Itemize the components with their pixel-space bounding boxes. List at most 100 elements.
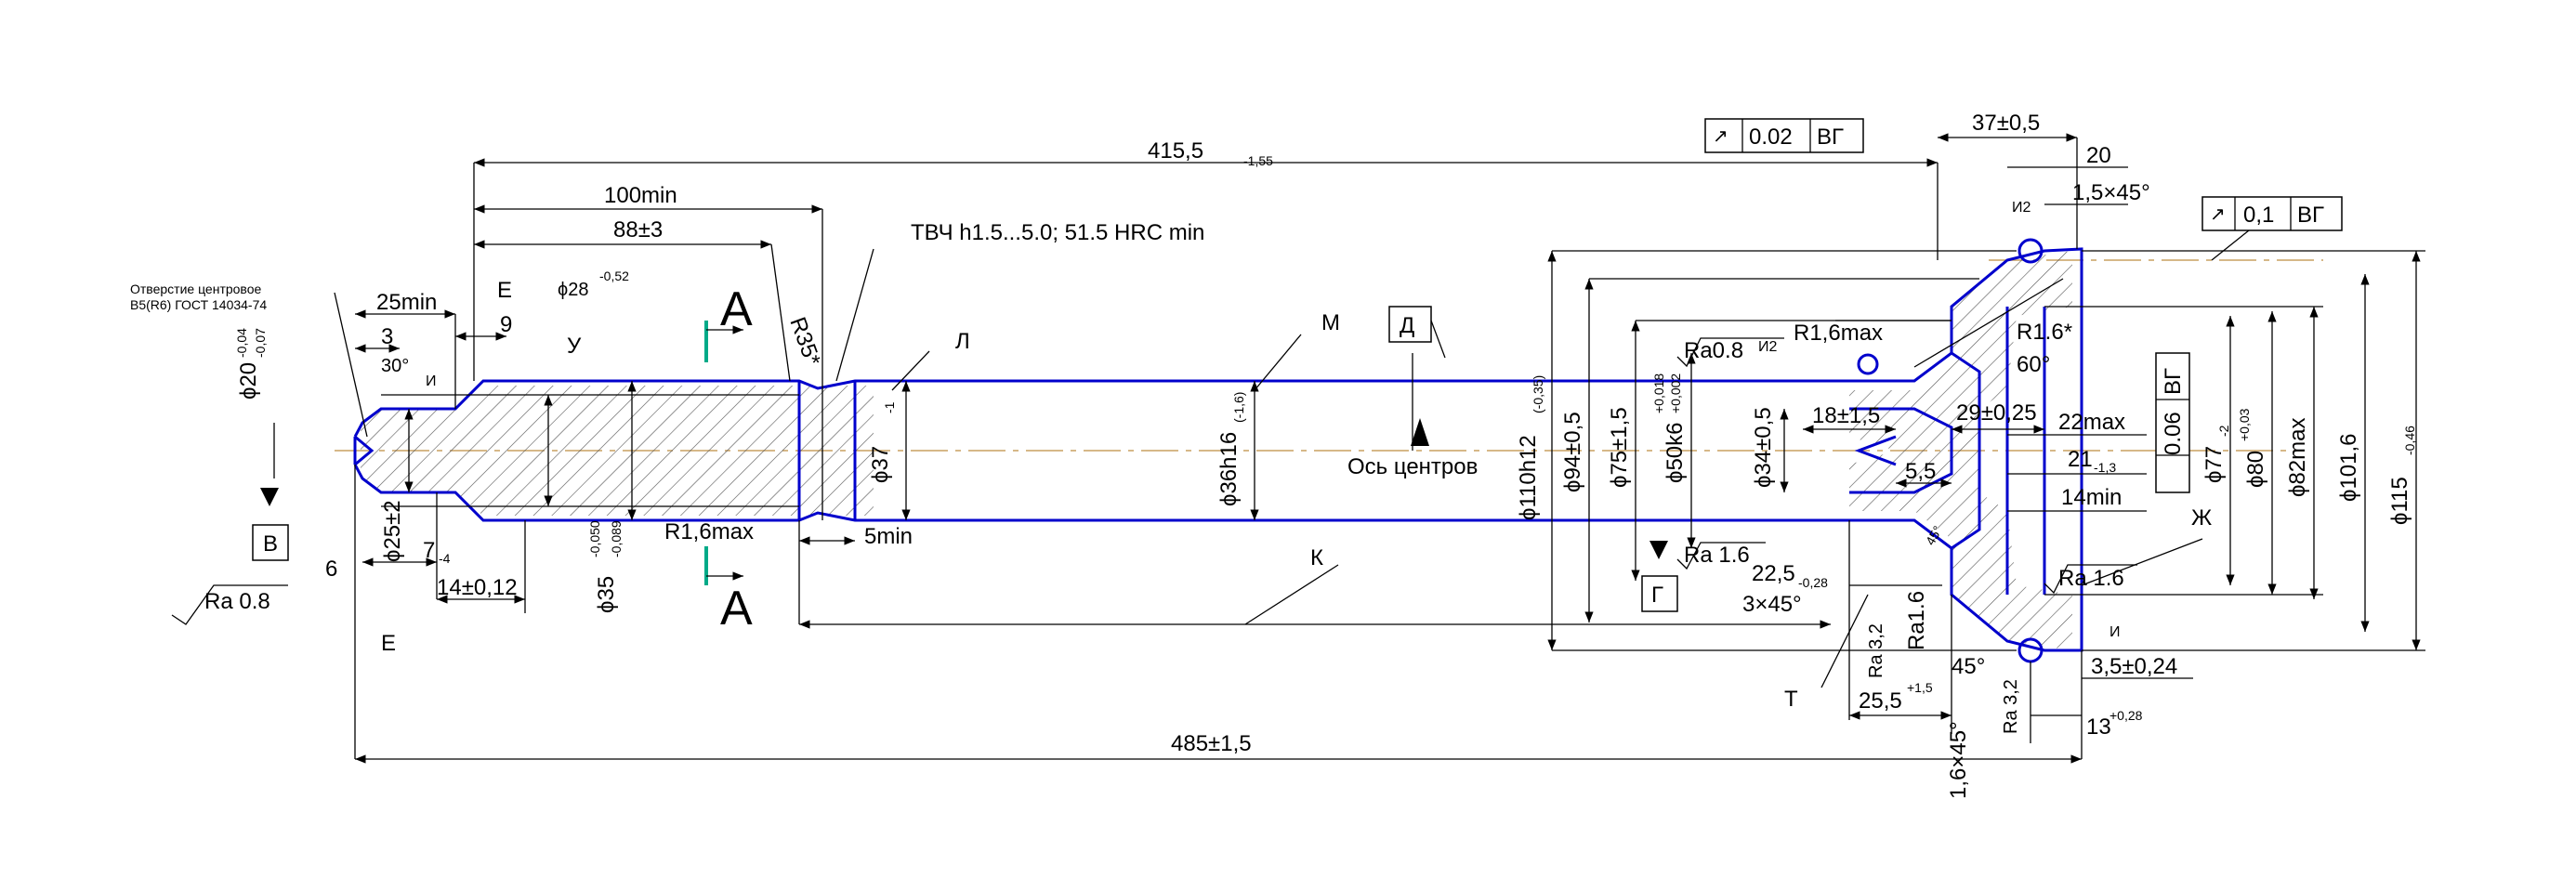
base-symbols — [171, 306, 2137, 625]
dim-phi35-tol-dn: -0,089 — [609, 520, 624, 557]
dim-phi77-tol: -2 — [2216, 425, 2231, 437]
base-g: Г — [1651, 583, 1663, 608]
label-u: У — [567, 334, 582, 359]
dim-phi35-tol-up: -0,050 — [587, 520, 602, 557]
dim-overall-485: 485±1,5 — [1171, 731, 1252, 756]
dim-45deg: 45° — [1952, 654, 1985, 679]
dim-7-tol: -4 — [439, 551, 451, 566]
label-i-left: И — [426, 373, 437, 389]
dim-25min: 25min — [376, 290, 437, 315]
dim-5min: 5min — [864, 524, 913, 549]
label-zh: Ж — [2191, 505, 2212, 531]
note-center-hole-line2: В5(R6) ГОСТ 14034-74 — [130, 297, 267, 312]
dim-phi80: ϕ80 — [2243, 451, 2268, 488]
dim-7: 7 — [423, 538, 435, 563]
dim-88: 88±3 — [613, 217, 663, 242]
dim-chamfer-1-5: 1,5×45° — [2072, 180, 2150, 205]
roughness-ra16-vertical: Ra1.6 — [1904, 591, 1929, 650]
section-cut-markers — [704, 321, 743, 585]
dim-phi20-tol-dn: -0,07 — [253, 328, 268, 358]
dim-phi20-tol-up: -0,04 — [234, 328, 249, 358]
dim-14min: 14min — [2061, 485, 2122, 510]
dim-phi75: ϕ75±1,5 — [1607, 407, 1632, 488]
label-i2-mid: И2 — [1758, 339, 1778, 355]
section-a-top: А — [720, 282, 753, 336]
dim-phi94: ϕ94±0,5 — [1560, 412, 1585, 492]
dim-14: 14±0,12 — [437, 575, 518, 600]
dim-13: 13 — [2086, 714, 2111, 740]
roughness-ra32-a: Ra 3,2 — [1866, 623, 1886, 678]
shaft-outline — [353, 379, 1831, 522]
dim-phi28-tol: -0,52 — [599, 269, 629, 283]
dim-21: 21 — [2068, 447, 2093, 472]
label-i-right: И — [2109, 624, 2121, 640]
tolerance-frames — [1704, 118, 2343, 493]
dim-chamfer-3: 3×45° — [1742, 592, 1802, 617]
tol-01-val: 0,1 — [2243, 203, 2274, 228]
tol-01-base: ВГ — [2297, 203, 2324, 228]
dim-phi25: ϕ25±2 — [380, 500, 405, 562]
dim-5-5: 5,5 — [1905, 459, 1936, 484]
tol-01-sym: ↗ — [2210, 204, 2226, 225]
dim-phi101-6: ϕ101,6 — [2336, 434, 2361, 503]
dimension-lines — [273, 133, 2425, 764]
tol-006-base: ВГ — [2161, 368, 2186, 395]
dim-25-5: 25,5 — [1859, 688, 1902, 714]
section-a-bottom: А — [720, 582, 753, 635]
dim-phi20: ϕ20 — [236, 362, 261, 400]
flange-section — [1831, 238, 2083, 663]
label-e-bottom: Е — [381, 631, 396, 656]
label-e-top: Е — [497, 278, 512, 303]
dim-22max: 22max — [2058, 410, 2125, 435]
label-centers-axis: Ось центров — [1347, 454, 1478, 479]
dim-r16max: R1,6max — [1794, 321, 1883, 346]
dim-phi82max: ϕ82max — [2285, 418, 2310, 497]
dim-6: 6 — [325, 557, 337, 582]
roughness-ra08-mid: Ra0.8 — [1684, 338, 1743, 363]
tol-002-base: ВГ — [1817, 124, 1844, 150]
dim-phi110: ϕ110h12 — [1516, 435, 1541, 520]
base-v: В — [263, 531, 278, 557]
dim-9: 9 — [500, 312, 512, 337]
dim-phi110-tol: (-0,35) — [1531, 375, 1545, 413]
tol-006-val: 0.06 — [2161, 412, 2186, 455]
note-hardening: ТВЧ h1.5...5.0; 51.5 HRC min — [911, 220, 1204, 245]
roughness-ra32-b: Ra 3,2 — [2001, 679, 2021, 734]
dim-phi115: ϕ115 — [2387, 477, 2412, 525]
shaft-section-hatching — [361, 386, 874, 516]
dim-phi28: ϕ28 — [558, 280, 588, 300]
dim-phi37: ϕ37 — [868, 446, 893, 483]
dim-18: 18±1,5 — [1812, 403, 1880, 428]
dim-25-5-tol: +1,5 — [1907, 680, 1933, 695]
note-center-hole-line1: Отверстие центровое — [130, 282, 261, 296]
dim-30deg: 30° — [381, 356, 409, 376]
label-t: Т — [1784, 687, 1798, 712]
label-i2-top: И2 — [2012, 200, 2031, 216]
dim-phi77: ϕ77 — [2201, 446, 2227, 483]
dim-phi115-tol: -0,46 — [2402, 426, 2417, 455]
label-l: Л — [955, 329, 970, 354]
roughness-ra16-left: Ra 1.6 — [1684, 543, 1750, 568]
dim-100min: 100min — [604, 183, 677, 208]
dim-29: 29±0,25 — [1956, 400, 2037, 426]
roughness-ra16-right: Ra 1.6 — [2058, 566, 2124, 591]
dim-r35: R35* — [784, 314, 825, 369]
dim-phi36-tol: (-1,6) — [1231, 392, 1246, 423]
dim-phi50-tol-up: +0,018 — [1651, 373, 1666, 413]
dim-phi80-tol: +0,03 — [2237, 408, 2252, 441]
dim-37: 37±0,5 — [1972, 111, 2040, 136]
dim-r16max-low: R1,6max — [664, 519, 754, 544]
dim-chamfer-1-6: 1,6×45° — [1946, 721, 1971, 799]
dim-phi50-tol-dn: +0,002 — [1668, 373, 1683, 413]
label-k: К — [1310, 545, 1323, 570]
dim-r16-star: R1.6* — [2017, 320, 2072, 345]
dim-22-5-tol: -0,28 — [1798, 575, 1828, 590]
tol-002-val: 0.02 — [1749, 124, 1793, 150]
dim-60deg: 60° — [2017, 352, 2050, 377]
dim-phi50: ϕ50k6 — [1663, 423, 1688, 483]
dim-phi34: ϕ34±0,5 — [1751, 407, 1776, 488]
dim-overall-415-tol: -1,55 — [1243, 153, 1273, 168]
label-d: Д — [1400, 313, 1414, 338]
roughness-ra08-left: Ra 0.8 — [204, 589, 270, 614]
